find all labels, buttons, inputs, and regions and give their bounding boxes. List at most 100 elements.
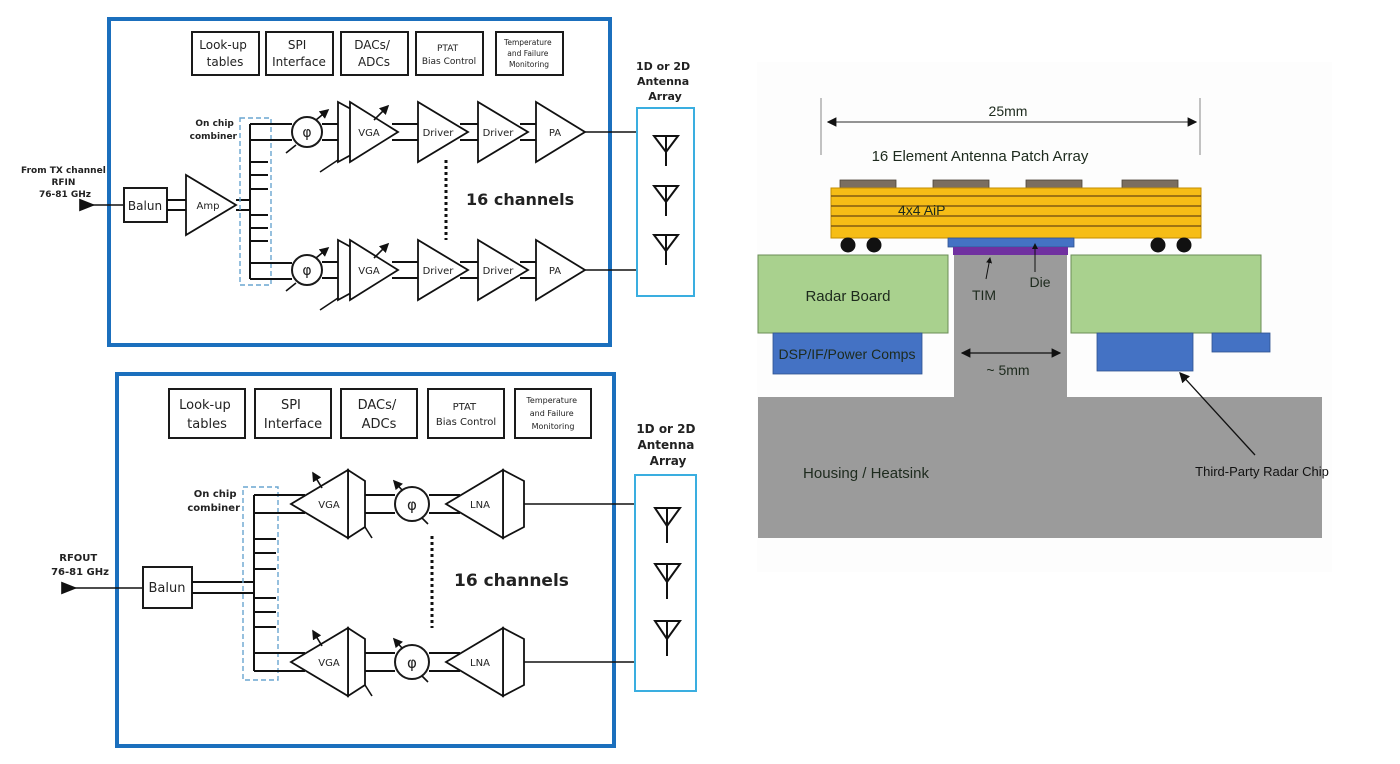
third-party-radar-chip [1096,332,1194,372]
tx-phase-shifter-1 [291,116,323,148]
rx-vga-16 [289,626,349,698]
rx-vga-1 [289,468,349,540]
rx-lna-16 [444,626,504,698]
tx-temp-monitor-block [495,31,564,76]
tx-driver-16b [477,238,530,302]
svg-text:LNA: LNA [470,658,490,669]
rx-balun-label: Balun [149,581,186,596]
rx-combiner-ports [254,494,305,672]
aip-label: 4x4 AiP [898,202,945,218]
rx-phase-shifter-16 [394,644,430,680]
antenna-icon [652,234,680,265]
rx-dacs-adcs-label: DACs/ ADCs [358,398,401,432]
tx-spi-interface-label: SPI Interface [272,38,326,69]
tx-channel-16: φ VGA Driver Driver PA [285,238,637,311]
tim-pointer [985,257,993,280]
tx-combiner-label: On chip combiner [190,119,238,142]
rx-channel-1: VGA φ LNA [289,468,635,540]
antenna-icon [653,620,682,656]
tx-lookup-tables-block [191,31,260,76]
rx-spi-interface-label: SPI Interface [264,398,322,432]
rx-control-blocks: Look-up tables SPI Interface DACs/ ADCs … [168,388,592,439]
tx-ptat-bias-label: PTAT Bias Control [422,44,476,67]
width-dimension-label: 25mm [989,103,1028,119]
rx-temp-monitor-label: Temperature and Failure Monitoring [525,396,579,431]
package-cross-section: 25mm 16 Element Antenna Patch Array 4x4 … [757,62,1332,572]
rx-chip-frame [115,372,616,748]
tx-driver-1a [417,100,470,164]
tx-spi-interface-block [265,31,334,76]
tx-temp-monitor-label: Temperature and Failure Monitoring [503,38,554,69]
rx-lookup-tables-label: Look-up tables [179,398,235,432]
svg-text:φ: φ [302,263,311,279]
housing-heatsink [758,255,1322,538]
tx-channel-1: φ VGA Driver Driver PA [285,100,637,173]
tx-vga-1 [349,100,400,164]
antenna-icon [652,185,680,216]
rx-antenna-label: 1D or 2D Antenna Array [636,422,699,468]
svg-text:Driver: Driver [423,128,455,139]
rx-temp-monitor-block [514,388,592,439]
aip-substrate [830,187,1202,239]
tim-label: TIM [972,287,996,303]
tx-vga-16 [349,238,400,302]
rx-phase-shifter-1 [394,486,430,522]
tx-chip-frame [107,17,612,347]
svg-text:φ: φ [407,654,417,672]
rx-combiner-outline [242,486,279,681]
array-label: 16 Element Antenna Patch Array [872,148,1089,165]
tx-input-label: From TX channel RFIN 76-81 GHz [21,166,109,200]
rx-lookup-tables-block [168,388,246,439]
rx-balun-block [142,566,193,609]
rx-output-label: RFOUT 76-81 GHz [51,553,109,578]
svg-text:φ: φ [302,125,311,141]
rx-channel-16: VGA φ LNA [289,626,635,698]
tx-pa-16 [535,238,587,302]
tx-balun-block [123,187,168,223]
antenna-icon [653,507,682,543]
antenna-icon [652,135,680,166]
solder-ball [1150,237,1166,253]
svg-text:PA: PA [549,266,561,277]
rx-channels-label: 16 channels [454,571,569,591]
rx-ptat-bias-block [427,388,505,439]
antenna-icon [653,563,682,599]
tx-amp-label: Amp [197,201,220,212]
rx-spi-interface-block [254,388,332,439]
svg-text:VGA: VGA [358,128,380,139]
tx-antenna-label: 1D or 2D Antenna Array [636,60,694,103]
rx-diagram: RFOUT 76-81 GHz Balun On chip combiner [51,372,699,748]
die-label: Die [1029,274,1050,290]
rx-antenna-array [634,474,697,692]
small-component [1211,332,1271,353]
rx-combiner-label: On chip combiner [187,489,240,514]
tx-combiner-ports [250,123,292,280]
dsp-label: DSP/IF/Power Comps [779,346,916,362]
svg-text:Driver: Driver [423,266,455,277]
tx-diagram: From TX channel RFIN 76-81 GHz Balun Amp… [21,17,695,347]
tx-amp [185,173,238,237]
radar-board-left [757,254,949,334]
chip-callout-label: Third-Party Radar Chip [1195,464,1329,479]
svg-text:VGA: VGA [318,500,340,511]
solder-ball [866,237,882,253]
solder-ball [1176,237,1192,253]
tim-layer [953,247,1068,255]
tx-driver-1b [477,100,530,164]
tx-lookup-tables-label: Look-up tables [199,38,251,69]
tx-driver-16a [417,238,470,302]
rx-dacs-adcs-block [340,388,418,439]
radar-board-right [1070,254,1262,334]
dsp-components [772,332,923,375]
radar-board-label: Radar Board [805,288,890,305]
tx-balun-label: Balun [128,199,162,213]
rx-lna-1 [444,468,504,540]
die [947,237,1075,248]
tx-antenna-array [636,107,695,297]
tx-channels-label: 16 channels [466,190,574,209]
svg-text:PA: PA [549,128,561,139]
solder-ball [840,237,856,253]
tx-dacs-adcs-block [340,31,409,76]
svg-text:LNA: LNA [470,500,490,511]
